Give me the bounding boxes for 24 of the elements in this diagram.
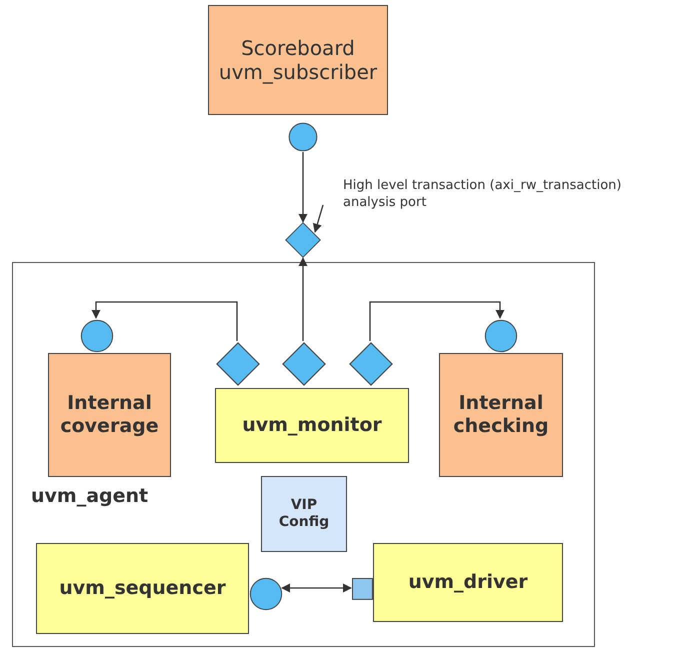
annotation-text: High level transaction (axi_rw_transaction) analysis port bbox=[343, 178, 622, 212]
connector-arrow bbox=[298, 152, 308, 223]
component-label: uvm_sequencer bbox=[58, 577, 227, 600]
component-label: uvm_driver bbox=[407, 571, 529, 594]
config-box bbox=[261, 476, 347, 552]
connector-arrow bbox=[281, 583, 352, 593]
component-box bbox=[36, 543, 249, 634]
component-label: Scoreboard bbox=[240, 36, 356, 60]
component-label: uvm_subscriber bbox=[218, 60, 378, 84]
component-label: Internal coverage bbox=[59, 392, 160, 438]
connector-arrow bbox=[298, 257, 308, 341]
agent-container bbox=[12, 262, 595, 647]
component-label: VIP Config bbox=[278, 497, 330, 531]
container-title: uvm_agent bbox=[31, 485, 148, 507]
connector-arrow bbox=[369, 301, 505, 341]
component-box bbox=[48, 353, 171, 477]
connector-arrow bbox=[91, 301, 238, 341]
component-label: uvm_monitor bbox=[241, 414, 383, 437]
component-box bbox=[208, 5, 388, 115]
component-box bbox=[373, 543, 563, 622]
component-box bbox=[215, 388, 409, 463]
leader-line bbox=[312, 204, 324, 233]
component-label: Internal checking bbox=[452, 392, 550, 438]
component-box bbox=[439, 353, 563, 477]
